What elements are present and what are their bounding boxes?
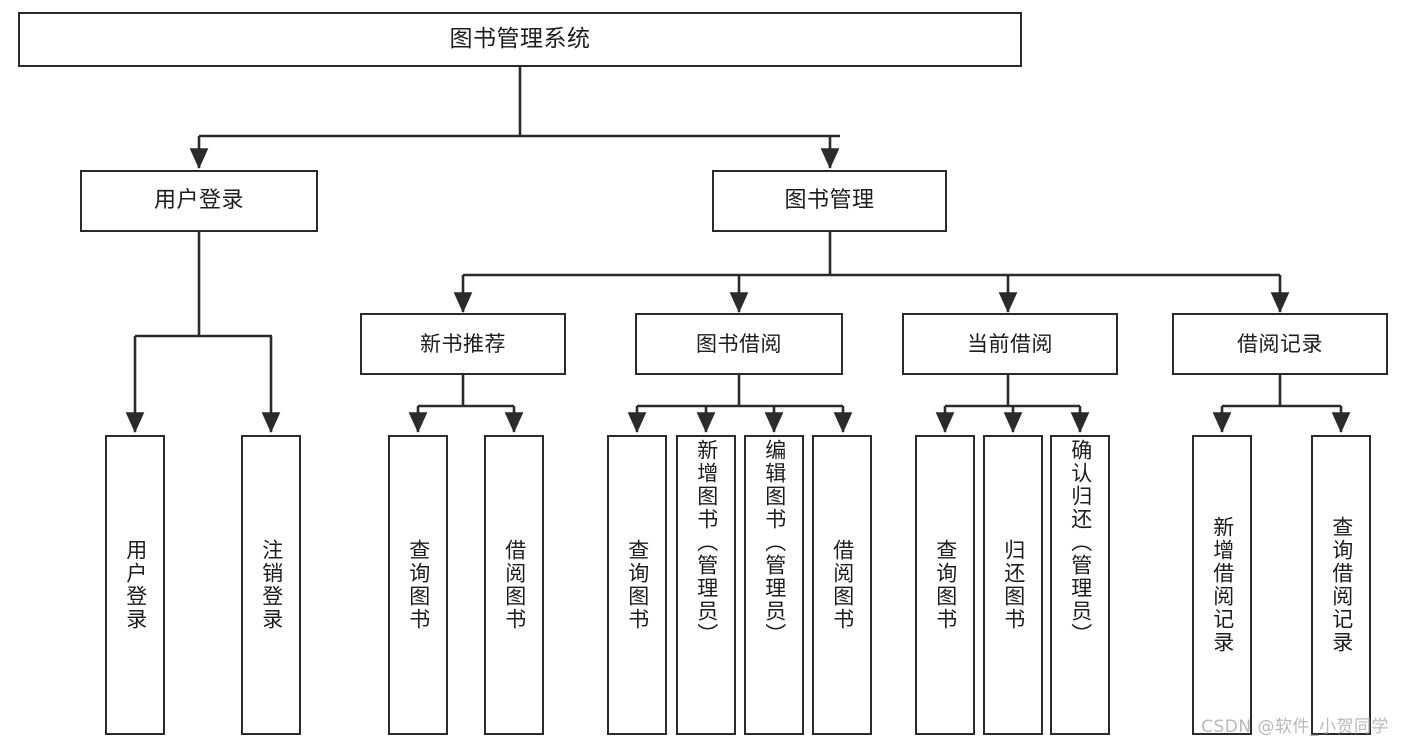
node-leaf-confirm-return-admin-label: 确认归还（管理员） xyxy=(1068,439,1093,646)
node-book-management-label: 图书管理 xyxy=(784,188,875,214)
node-user-login-label: 用户登录 xyxy=(153,188,244,214)
node-leaf-borrow-lend-book-label: 借阅图书 xyxy=(830,539,855,631)
node-leaf-query-borrow-record[interactable]: 查询借阅记录 xyxy=(1311,435,1371,735)
node-new-book-recommend-label: 新书推荐 xyxy=(420,331,506,356)
node-leaf-add-borrow-record[interactable]: 新增借阅记录 xyxy=(1192,435,1252,735)
node-book-borrow[interactable]: 图书借阅 xyxy=(635,313,843,375)
watermark-text: CSDN @软件_小贺同学 xyxy=(1201,717,1389,737)
node-new-book-recommend[interactable]: 新书推荐 xyxy=(360,313,566,375)
node-leaf-return-book[interactable]: 归还图书 xyxy=(983,435,1043,735)
node-leaf-current-query-book-label: 查询图书 xyxy=(933,539,958,631)
node-user-login[interactable]: 用户登录 xyxy=(80,170,318,232)
node-book-borrow-label: 图书借阅 xyxy=(696,331,782,356)
node-current-borrow-label: 当前借阅 xyxy=(967,331,1053,356)
node-leaf-newbook-query-book-label: 查询图书 xyxy=(406,539,431,631)
node-leaf-return-book-label: 归还图书 xyxy=(1001,539,1026,631)
node-current-borrow[interactable]: 当前借阅 xyxy=(902,313,1118,375)
node-leaf-edit-book-admin-label: 编辑图书（管理员） xyxy=(762,439,787,646)
node-leaf-user-login[interactable]: 用户登录 xyxy=(105,435,165,735)
node-leaf-newbook-borrow-book-label: 借阅图书 xyxy=(502,539,527,631)
node-leaf-borrow-lend-book[interactable]: 借阅图书 xyxy=(812,435,872,735)
node-root-system[interactable]: 图书管理系统 xyxy=(18,12,1022,67)
node-leaf-add-borrow-record-label: 新增借阅记录 xyxy=(1210,516,1235,654)
node-leaf-query-borrow-record-label: 查询借阅记录 xyxy=(1329,516,1354,654)
node-leaf-add-book-admin-label: 新增图书（管理员） xyxy=(694,439,719,646)
node-leaf-user-login-label: 用户登录 xyxy=(123,539,148,631)
node-leaf-add-book-admin[interactable]: 新增图书（管理员） xyxy=(676,435,736,735)
node-root-system-label: 图书管理系统 xyxy=(449,26,591,53)
node-leaf-newbook-query-book[interactable]: 查询图书 xyxy=(388,435,448,735)
node-leaf-logout-label: 注销登录 xyxy=(259,539,284,631)
node-leaf-borrow-query-book-label: 查询图书 xyxy=(625,539,650,631)
node-book-management[interactable]: 图书管理 xyxy=(712,170,947,232)
node-leaf-newbook-borrow-book[interactable]: 借阅图书 xyxy=(484,435,544,735)
node-leaf-confirm-return-admin[interactable]: 确认归还（管理员） xyxy=(1050,435,1110,735)
node-leaf-current-query-book[interactable]: 查询图书 xyxy=(915,435,975,735)
node-leaf-borrow-query-book[interactable]: 查询图书 xyxy=(607,435,667,735)
node-borrow-record-label: 借阅记录 xyxy=(1237,331,1323,356)
node-leaf-logout[interactable]: 注销登录 xyxy=(241,435,301,735)
node-leaf-edit-book-admin[interactable]: 编辑图书（管理员） xyxy=(744,435,804,735)
node-borrow-record[interactable]: 借阅记录 xyxy=(1172,313,1388,375)
